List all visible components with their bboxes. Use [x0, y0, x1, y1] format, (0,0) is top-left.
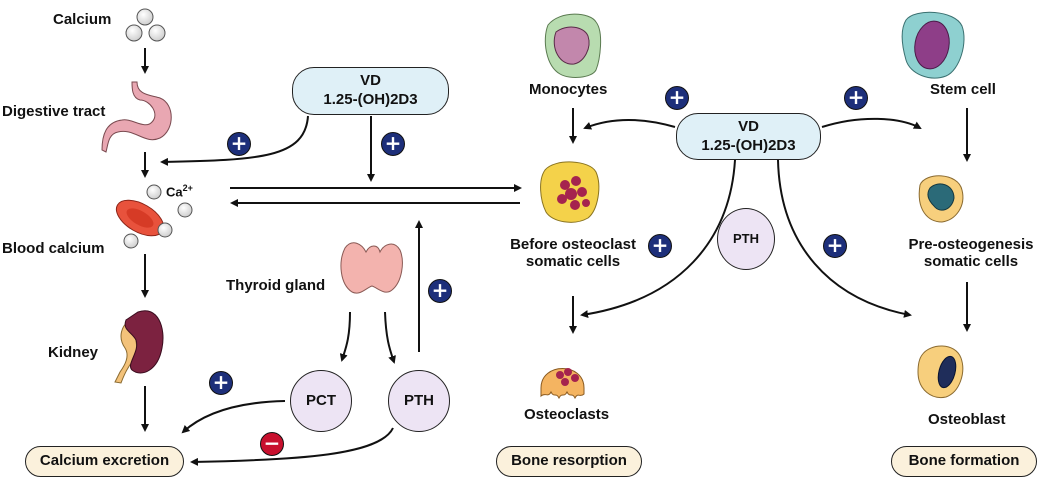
label-kidney: Kidney: [48, 344, 99, 361]
label-monocytes: Monocytes: [529, 81, 608, 98]
label-pre-osteoclast-line2: somatic cells: [525, 253, 621, 270]
vd-box-right-formula: 1.25-(OH)2D3: [701, 137, 796, 154]
stem-cell-icon: [901, 11, 965, 79]
vd-box-right-title: VD: [738, 118, 759, 135]
label-pre-osteoclast-line1: Before osteoclast: [510, 236, 636, 253]
plus-sign-icon: +: [823, 234, 847, 258]
pth-circle-left: PTH: [388, 370, 450, 432]
plus-sign-icon: +: [381, 132, 405, 156]
pathway-arrows: [141, 48, 971, 466]
pth-circle-center: PTH: [717, 208, 775, 270]
minus-sign-icon: −: [260, 432, 284, 456]
label-ca-ion: Ca2+: [166, 183, 193, 199]
ca-ion-symbol: Ca: [166, 184, 183, 200]
bone-resorption-box: Bone resorption: [496, 446, 642, 477]
label-pre-osteoclast: Before osteoclast somatic cells: [498, 236, 648, 270]
kidney-icon: [114, 310, 164, 384]
bone-formation-box: Bone formation: [891, 446, 1037, 477]
plus-sign-icon: +: [844, 86, 868, 110]
label-osteoclasts: Osteoclasts: [524, 406, 610, 423]
label-digestive-tract: Digestive tract: [2, 103, 106, 120]
label-calcium: Calcium: [53, 11, 112, 28]
vd-box-right: VD 1.25-(OH)2D3: [676, 113, 821, 160]
label-thyroid-gland: Thyroid gland: [226, 277, 326, 294]
ca-ion-charge: 2+: [182, 183, 193, 193]
plus-sign-icon: +: [428, 279, 452, 303]
plus-sign-icon: +: [209, 371, 233, 395]
monocyte-icon: [544, 13, 602, 78]
vd-box-left-title: VD: [360, 72, 381, 89]
label-pre-osteogenesis-line2: somatic cells: [923, 253, 1019, 270]
plus-sign-icon: +: [648, 234, 672, 258]
vd-box-left: VD 1.25-(OH)2D3: [292, 67, 449, 115]
label-stem-cell: Stem cell: [930, 81, 996, 98]
thyroid-gland-icon: [340, 242, 403, 294]
pre-osteoblast-cell-icon: [918, 175, 964, 223]
pct-circle: PCT: [290, 370, 352, 432]
label-pre-osteogenesis-line1: Pre-osteogenesis: [908, 236, 1034, 253]
stomach-icon: [101, 81, 172, 153]
plus-sign-icon: +: [665, 86, 689, 110]
osteoclast-cell-icon: [540, 368, 585, 400]
osteoblast-cell-icon: [917, 345, 964, 399]
blood-cell-icon: [115, 184, 193, 249]
plus-sign-icon: +: [227, 132, 251, 156]
calcium-excretion-box: Calcium excretion: [25, 446, 184, 477]
label-pre-osteogenesis: Pre-osteogenesis somatic cells: [896, 236, 1046, 270]
pre-osteoclast-cell-icon: [540, 161, 600, 223]
label-osteoblast: Osteoblast: [928, 411, 1006, 428]
label-blood-calcium: Blood calcium: [2, 240, 105, 257]
calcium-pearls-icon: [125, 8, 166, 42]
vd-box-left-formula: 1.25-(OH)2D3: [323, 91, 418, 108]
